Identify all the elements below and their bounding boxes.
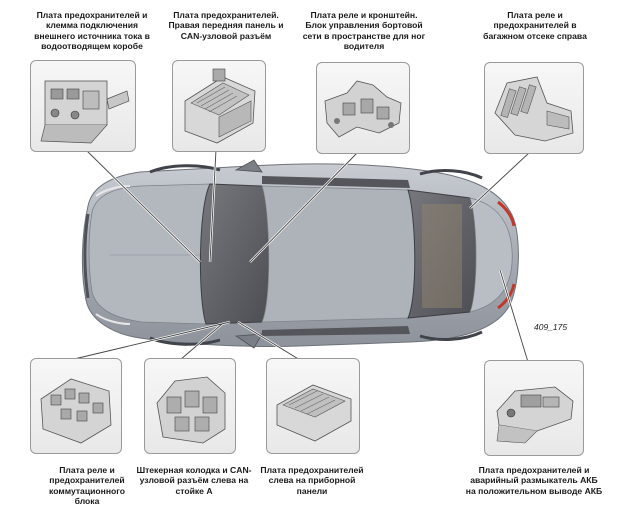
label-relay-fuse-plate-trunk: Плата реле и предохранителей в багажном … (483, 10, 587, 41)
component-box-right-panel-fuse (172, 60, 266, 152)
component-box-battery-fuse (484, 360, 584, 456)
component-box-driver-footwell-relay (316, 62, 410, 154)
label-fuse-plate-water-box: Плата предохранителей и клемма подключен… (34, 10, 150, 52)
component-box-a-pillar-connector (144, 358, 236, 454)
label-fuse-plate-dashboard-left: Плата предохранителей слева на приборной… (260, 465, 364, 496)
figure-id: 409_175 (534, 322, 568, 332)
label-fuse-plate-right-front-panel: Плата предохранителей. Правая передняя п… (168, 10, 284, 41)
car-body (81, 159, 519, 349)
label-fuse-plate-battery-disconnect: Плата предохранителей и аварийный размык… (465, 465, 603, 496)
component-box-switch-block-relay (30, 358, 122, 454)
component-box-water-box-fuse (30, 60, 136, 152)
label-relay-fuse-plate-switch-block: Плата реле и предохранителей коммутацион… (49, 465, 125, 507)
label-relay-plate-driver-footwell: Плата реле и кронштейн. Блок управления … (302, 10, 426, 52)
component-box-dashboard-fuse (266, 358, 360, 454)
component-box-trunk-relay (484, 62, 584, 154)
label-connector-can-a-pillar: Штекерная колодка и CAN- узловой разъём … (136, 465, 252, 496)
